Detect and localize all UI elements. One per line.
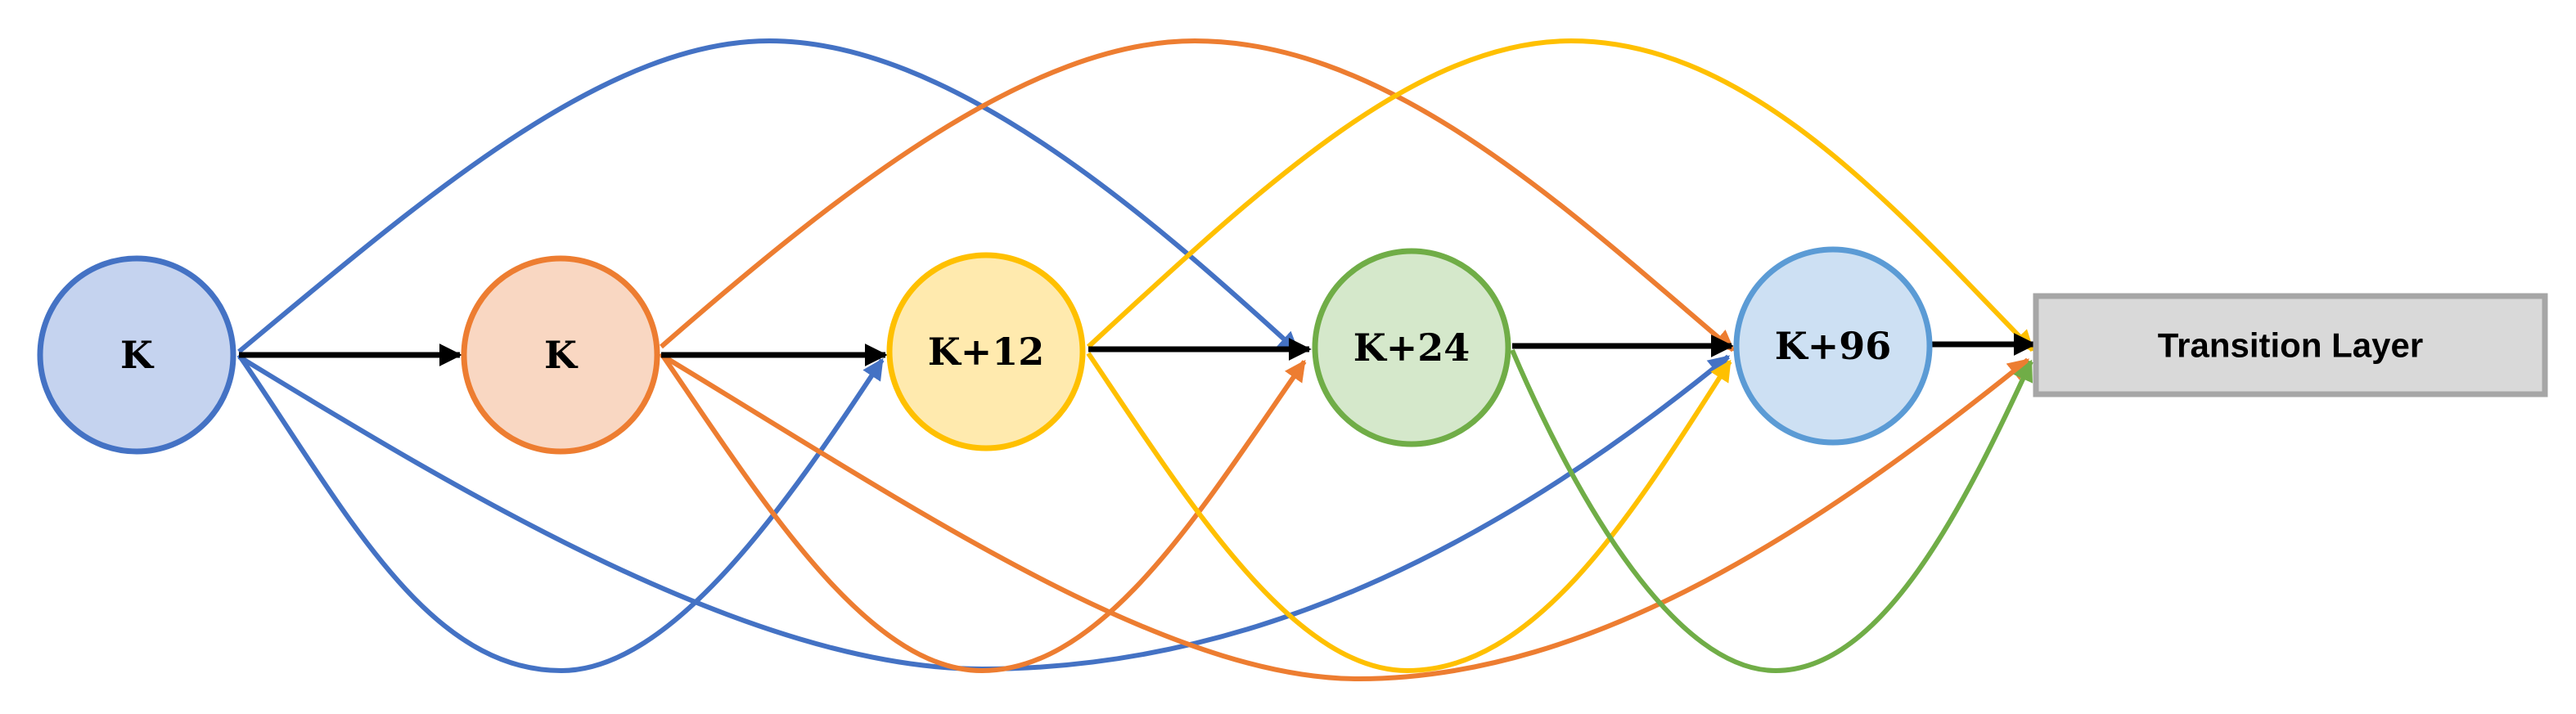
- node-circle-5: [1733, 246, 1933, 446]
- node-label-1: K: [120, 333, 155, 377]
- arc-node2-to-node4: [659, 352, 1307, 674]
- transition-layer: Transition Layer: [2033, 293, 2548, 397]
- layer-node-5: K+96: [1733, 246, 1933, 446]
- arc-node3-to-transition: [1086, 38, 2035, 353]
- arc-node1-to-node4: [237, 38, 1300, 354]
- node-label-2: K: [544, 333, 579, 377]
- arc-node2-to-node5: [660, 38, 1735, 353]
- sequential-connections: [239, 333, 2037, 366]
- layer-node-4: K+24: [1312, 248, 1511, 447]
- arc-node1-to-node3: [236, 353, 885, 674]
- skip-connections: [236, 38, 2035, 682]
- transition-layer-label: Transition Layer: [2158, 326, 2423, 365]
- node-circle-1: [37, 255, 236, 455]
- node-label-4: K+24: [1353, 326, 1470, 370]
- node-label-5: K+96: [1775, 324, 1892, 368]
- layer-node-2: K: [461, 255, 660, 455]
- arc-node3-to-node5: [1086, 352, 1732, 674]
- node-circle-2: [461, 255, 660, 455]
- node-circle-4: [1312, 248, 1511, 447]
- arc-node4-to-transition: [1510, 348, 2033, 674]
- transition-layer-box: [2033, 293, 2548, 397]
- node-label-3: K+12: [928, 330, 1045, 374]
- layer-node-3: K+12: [886, 252, 1086, 451]
- node-circle-3: [886, 252, 1086, 451]
- layer-node-1: K: [37, 255, 236, 455]
- arc-node2-to-transition: [660, 353, 2030, 682]
